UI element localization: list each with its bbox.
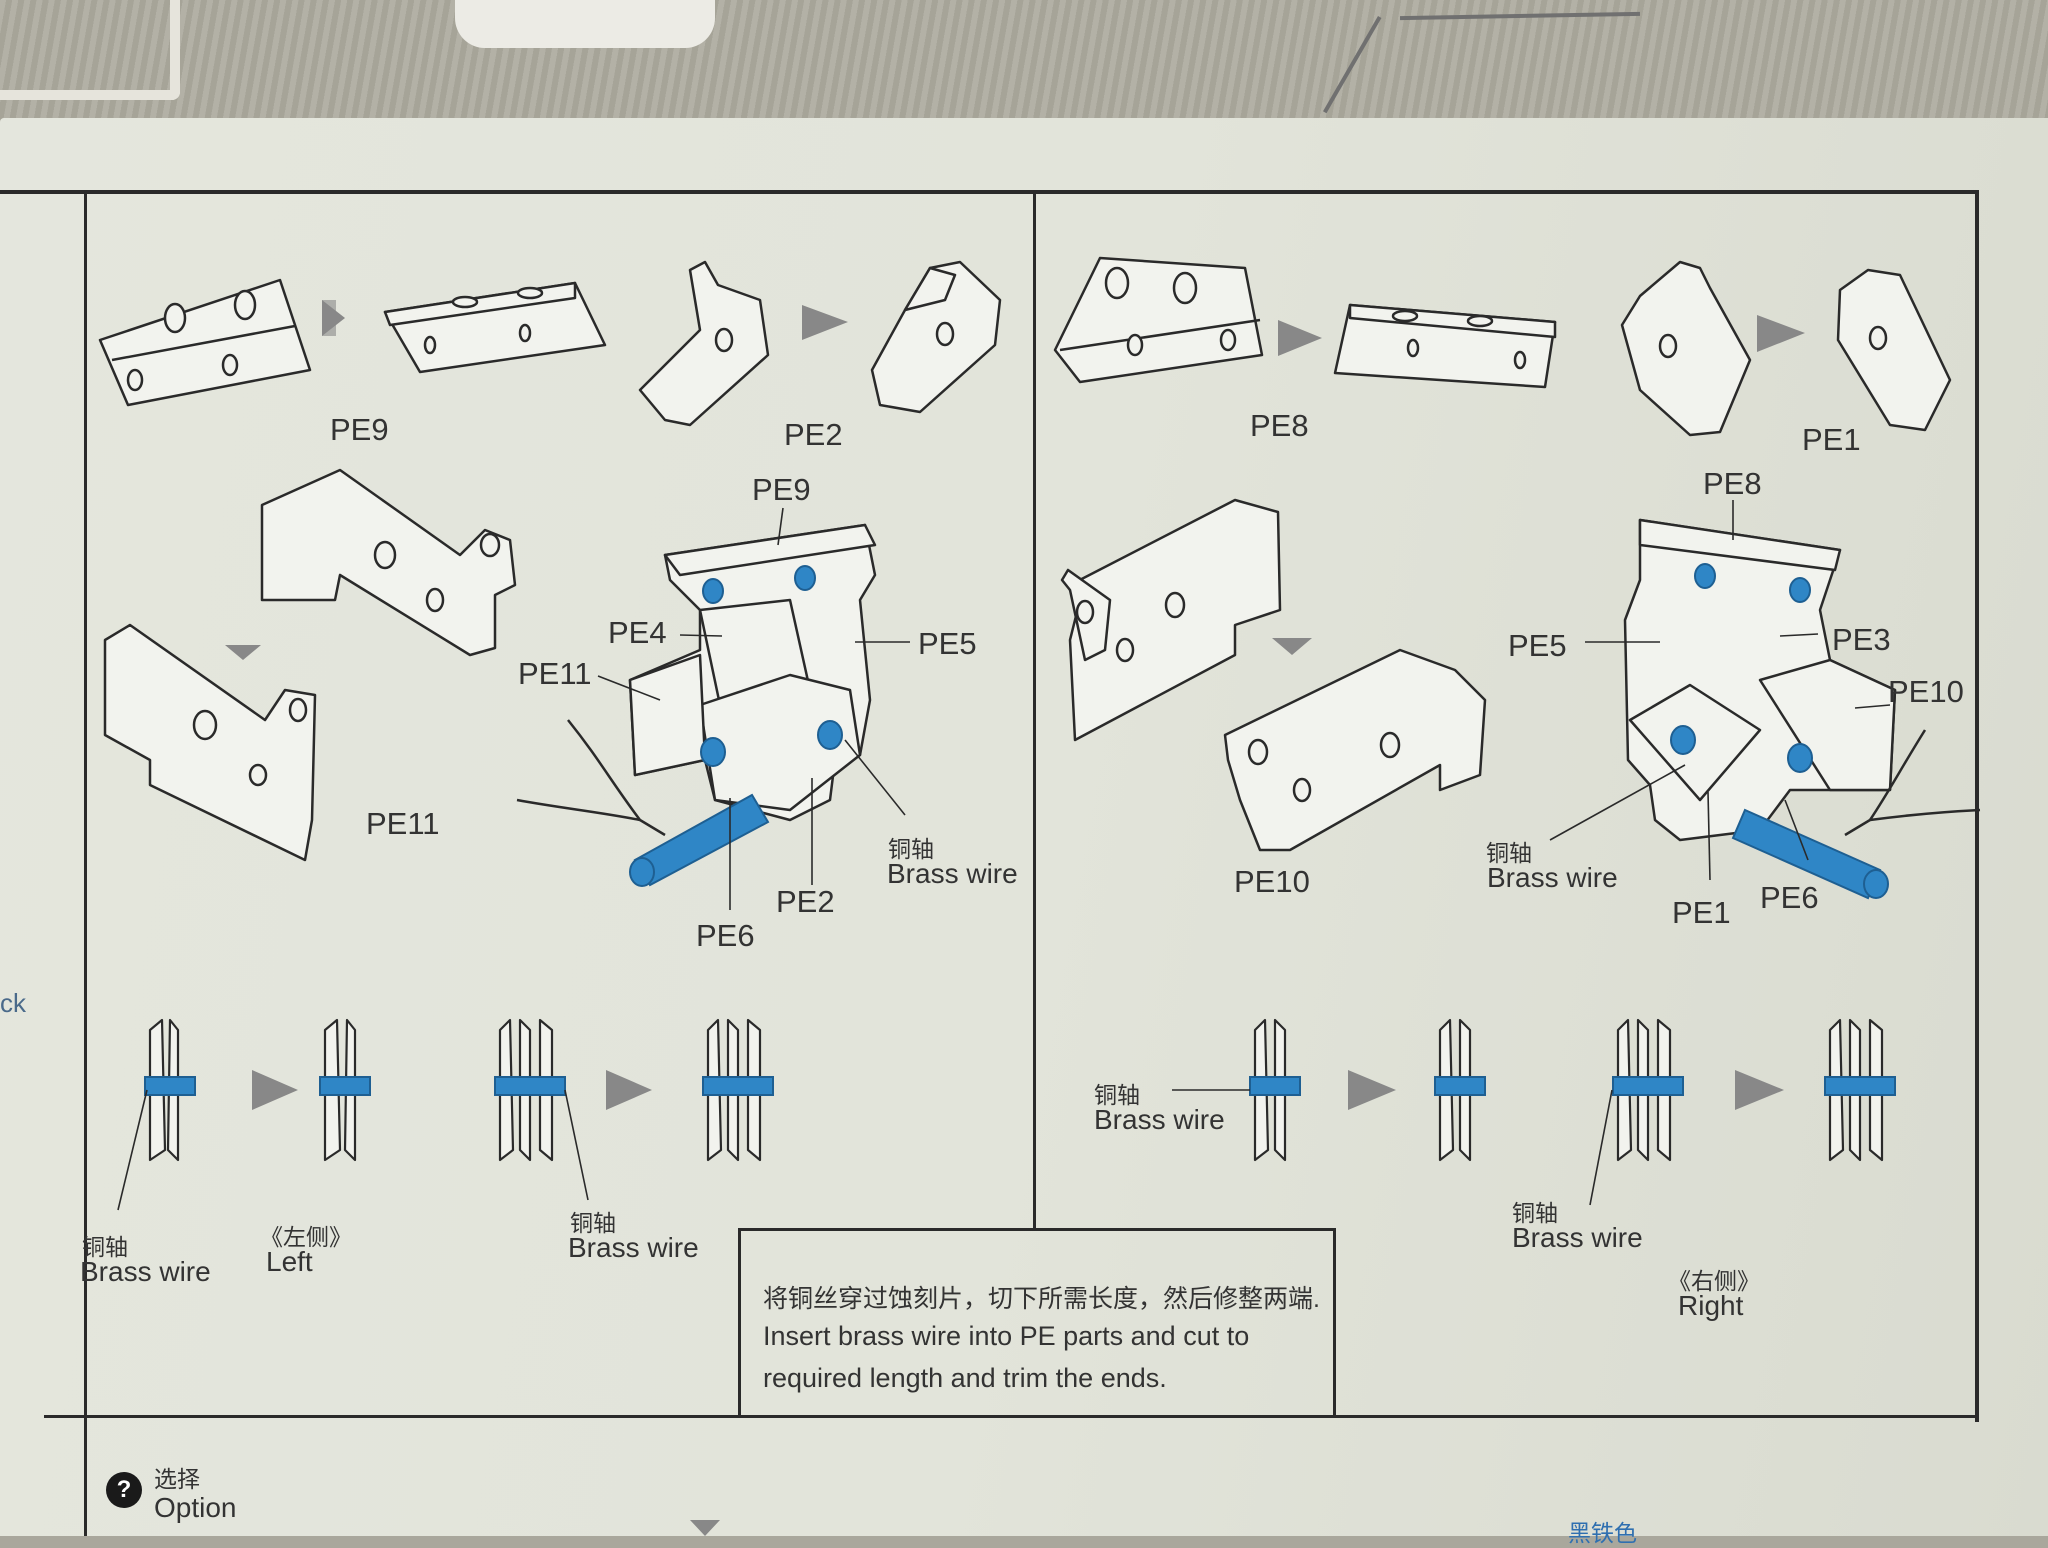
label-pe8-assembly: PE8 — [1703, 466, 1762, 501]
label-pe11-assembly: PE11 — [518, 656, 592, 691]
note-english-line-2: required length and trim the ends. — [763, 1363, 1167, 1393]
pe10-lower-drawing — [1223, 648, 1487, 852]
pe11-upper-drawing — [260, 468, 517, 657]
label-pe6-right: PE6 — [1760, 880, 1819, 915]
center-divider — [1033, 192, 1036, 1228]
pe9-folded-drawing — [383, 281, 607, 374]
pe8-folded-drawing — [1333, 303, 1557, 389]
pe1-flat-drawing — [1620, 260, 1752, 437]
label-brass-wire-cn-comb-2: 铜轴 — [570, 1210, 616, 1236]
label-brass-wire-en-left-assembly: Brass wire — [887, 858, 1018, 889]
cotton-swab — [455, 0, 715, 48]
brass-wire-highlights — [144, 563, 1896, 1096]
label-pe9-flat: PE9 — [330, 412, 389, 447]
plastic-sprue — [0, 0, 180, 100]
label-brass-wire-cn-comb-4: 铜轴 — [1512, 1200, 1558, 1226]
label-pe10-assembly: PE10 — [1888, 674, 1964, 709]
edge-text: ck — [0, 988, 26, 1018]
label-pe3: PE3 — [1832, 622, 1891, 657]
label-pe1-flat: PE1 — [1802, 422, 1861, 457]
label-brass-wire-en-comb-3: Brass wire — [1094, 1104, 1225, 1135]
label-pe9-assembly: PE9 — [752, 472, 811, 507]
pe2-flat-drawing — [638, 260, 770, 427]
note-english-line-1: Insert brass wire into PE parts and cut … — [763, 1321, 1250, 1351]
left-nippers-drawing — [516, 719, 666, 837]
pe8-flat-drawing — [1053, 256, 1264, 384]
label-pe8-flat: PE8 — [1250, 408, 1309, 443]
hatched-arrows — [225, 300, 1805, 1536]
note-chinese-line: 将铜丝穿过蚀刻片，切下所需长度，然后修整两端. — [763, 1285, 1320, 1313]
comb-row-left — [148, 1018, 762, 1162]
pe10-upper-drawing — [1060, 498, 1282, 742]
label-pe1-assembly: PE1 — [1672, 895, 1731, 930]
label-brass-wire-cn-comb-3: 铜轴 — [1094, 1082, 1140, 1108]
partial-color-label: 黑铁色 — [1568, 1520, 1637, 1546]
label-brass-wire-cn-right-assembly: 铜轴 — [1486, 840, 1532, 866]
label-pe2-flat: PE2 — [784, 417, 843, 452]
label-pe5-right: PE5 — [1508, 628, 1567, 663]
label-brass-wire-en-comb-4: Brass wire — [1512, 1222, 1643, 1253]
bottom-divider — [44, 1415, 1979, 1418]
label-brass-wire-en-comb-1: Brass wire — [80, 1256, 211, 1287]
label-pe2-assembly: PE2 — [776, 884, 835, 919]
label-left-side-cn: 《左侧》 — [260, 1224, 352, 1250]
label-brass-wire-en-right-assembly: Brass wire — [1487, 862, 1618, 893]
label-pe6: PE6 — [696, 918, 755, 953]
left-margin-line — [84, 192, 87, 1536]
question-mark-icon: ? — [106, 1472, 142, 1508]
left-assembly-drawing — [628, 523, 877, 822]
option-label-cn: 选择 — [154, 1466, 200, 1492]
label-right-side-en: Right — [1678, 1290, 1744, 1321]
pe9-flat-drawing — [98, 278, 312, 407]
label-brass-wire-cn-left-assembly: 铜轴 — [888, 836, 934, 862]
label-pe5: PE5 — [918, 626, 977, 661]
fabric-background — [0, 0, 2048, 140]
label-left-side-en: Left — [266, 1246, 313, 1277]
pe2-folded-drawing — [870, 260, 1002, 414]
instruction-frame — [0, 190, 1979, 1422]
right-nippers-drawing — [1844, 729, 1981, 837]
label-pe10-part: PE10 — [1234, 864, 1310, 899]
label-right-side-cn: 《右侧》 — [1668, 1268, 1760, 1294]
pe1-folded-drawing — [1836, 268, 1952, 432]
label-pe11-part: PE11 — [366, 806, 440, 841]
pe11-lower-drawing — [103, 623, 317, 862]
leader-lines — [117, 500, 1891, 1211]
label-pe4: PE4 — [608, 615, 667, 650]
label-brass-wire-cn-comb-1: 铜轴 — [82, 1234, 128, 1260]
label-brass-wire-en-comb-2: Brass wire — [568, 1232, 699, 1263]
right-assembly-drawing — [1623, 518, 1897, 842]
option-label-en: Option — [154, 1492, 237, 1523]
instruction-note-box: 将铜丝穿过蚀刻片，切下所需长度，然后修整两端. Insert brass wir… — [738, 1228, 1336, 1417]
